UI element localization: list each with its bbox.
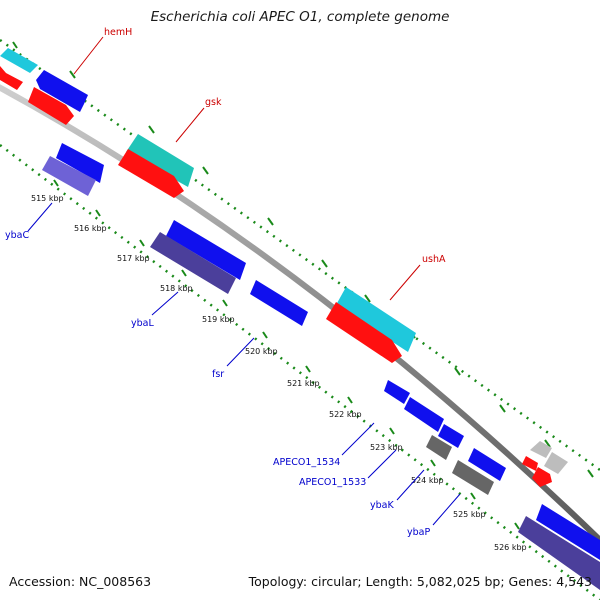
kbp-label: 521 kbp xyxy=(287,379,320,388)
gene-feature-hemH xyxy=(36,70,88,112)
gene-label-ybaC: ybaC xyxy=(5,230,29,241)
kbp-label: 516 kbp xyxy=(74,224,107,233)
gene-label-fsr: fsr xyxy=(212,369,224,380)
genome-summary: Topology: circular; Length: 5,082,025 bp… xyxy=(248,574,592,589)
outer-tick-ring xyxy=(0,38,600,478)
kbp-label: 517 kbp xyxy=(117,254,150,263)
gene-feature-ybaP xyxy=(536,504,600,560)
gene-feature-ushA xyxy=(336,287,416,352)
forward-cds-feature xyxy=(0,66,23,90)
kbp-label: 519 kbp xyxy=(202,315,235,324)
gene-label-hemH: hemH xyxy=(104,27,132,38)
gene-feature-ybaL xyxy=(166,220,246,280)
genome-backbone xyxy=(0,84,600,543)
kbp-label: 525 kbp xyxy=(453,510,486,519)
hypothetical-feature xyxy=(544,452,568,474)
kbp-label: 522 kbp xyxy=(329,410,362,419)
forward-cds-feature xyxy=(326,302,402,363)
kbp-label: 526 kbp xyxy=(494,543,527,552)
gene-label-ybaL: ybaL xyxy=(131,318,154,329)
gene-feature-ybaK xyxy=(468,448,506,481)
kbp-label: 515 kbp xyxy=(31,194,64,203)
gene-label-APECO1_1533: APECO1_1533 xyxy=(299,477,366,488)
gene-label-ybaP: ybaP xyxy=(407,527,430,538)
top-gene-labels: hemH gsk ushA xyxy=(73,27,446,301)
gene-label-APECO1_1534: APECO1_1534 xyxy=(273,457,340,468)
gene-feature-gsk xyxy=(126,134,194,187)
gene-feature-ybaP-r xyxy=(518,516,600,590)
forward-cds-feature xyxy=(522,456,538,471)
kbp-label: 518 kbp xyxy=(160,284,193,293)
gene-label-gsk: gsk xyxy=(205,97,222,108)
gene-label-ushA: ushA xyxy=(422,254,446,265)
forward-cds-feature xyxy=(28,87,74,125)
gene-feature-APECO1_1534 xyxy=(384,380,410,404)
kbp-labels: 515 kbp 516 kbp 517 kbp 518 kbp 519 kbp … xyxy=(31,194,527,552)
gene-feature-ybaL-r xyxy=(150,232,236,294)
hypothetical-feature xyxy=(452,460,494,495)
rna-feature xyxy=(0,48,38,73)
map-title: Escherichia coli APEC O1, complete genom… xyxy=(150,9,450,25)
bottom-strand-features xyxy=(42,143,600,590)
bottom-gene-labels: ybaC ybaL fsr APECO1_1534 APECO1_1533 yb… xyxy=(5,202,461,538)
gene-feature-APECO1_1533 xyxy=(438,424,464,448)
gene-feature-APECO1_1534b xyxy=(404,397,444,432)
gene-label-ybaK: ybaK xyxy=(370,500,394,511)
kbp-label: 523 kbp xyxy=(370,443,403,452)
kbp-label: 520 kbp xyxy=(245,347,278,356)
gene-feature-ybaC xyxy=(42,156,96,196)
hypothetical-feature xyxy=(426,435,452,460)
top-strand-features xyxy=(0,48,568,487)
gene-feature-ybaC-a xyxy=(56,143,104,183)
forward-cds-feature xyxy=(532,467,552,487)
gene-feature-fsr xyxy=(250,280,308,326)
accession-label: Accession: NC_008563 xyxy=(9,574,152,589)
kbp-label: 524 kbp xyxy=(411,476,444,485)
forward-cds-feature xyxy=(118,149,184,198)
hypothetical-feature xyxy=(530,441,552,458)
inner-tick-ring xyxy=(0,144,600,600)
